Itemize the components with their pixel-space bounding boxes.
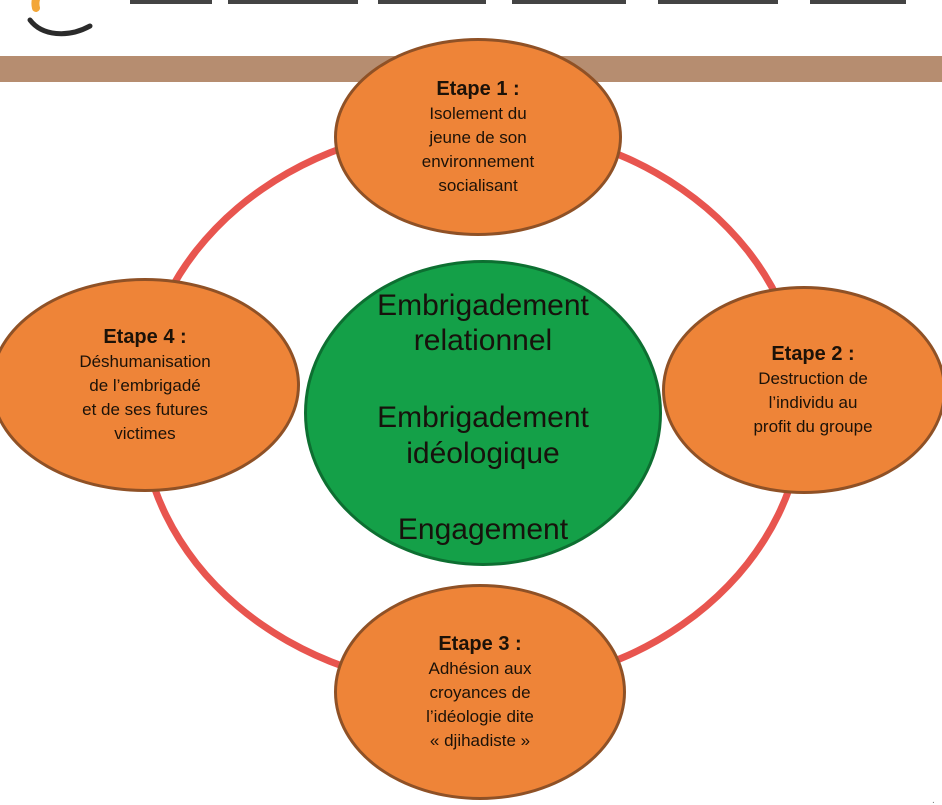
title-fragment	[130, 0, 212, 4]
center-label: Embrigadement	[377, 401, 589, 434]
step-description: Déshumanisation de l’embrigadé et de ses…	[79, 352, 211, 443]
title-fragment	[658, 0, 778, 4]
title-fragment	[228, 0, 358, 4]
step-3-node: Etape 3 : Adhésion aux croyances de l’id…	[334, 584, 626, 800]
center-node: Embrigadement relationnel Embrigadement …	[304, 260, 662, 566]
header-title-area	[120, 0, 930, 18]
step-title: Etape 1 :	[436, 78, 520, 101]
step-2-node: Etape 2 : Destruction de l’individu au p…	[662, 286, 942, 494]
step-title: Etape 3 :	[438, 633, 522, 656]
center-label: Engagement	[397, 513, 569, 546]
step-4-node: Etape 4 : Déshumanisation de l’embrigadé…	[0, 278, 300, 492]
title-fragment	[378, 0, 486, 4]
corner-mark: .	[932, 795, 935, 805]
step-title: Etape 4 :	[103, 326, 187, 349]
center-label: relationnel	[413, 324, 553, 357]
center-label: Embrigadement	[377, 289, 589, 322]
center-label: idéologique	[406, 437, 560, 470]
step-1-node: Etape 1 : Isolement du jeune de son envi…	[334, 38, 622, 236]
step-description: Isolement du jeune de son environnement …	[421, 104, 535, 195]
title-fragment	[810, 0, 906, 4]
title-fragment	[512, 0, 626, 4]
logo-icon	[27, 0, 93, 37]
step-title: Etape 2 :	[771, 343, 855, 366]
step-description: Adhésion aux croyances de l’idéologie di…	[426, 659, 534, 750]
step-description: Destruction de l’individu au profit du g…	[753, 369, 873, 436]
